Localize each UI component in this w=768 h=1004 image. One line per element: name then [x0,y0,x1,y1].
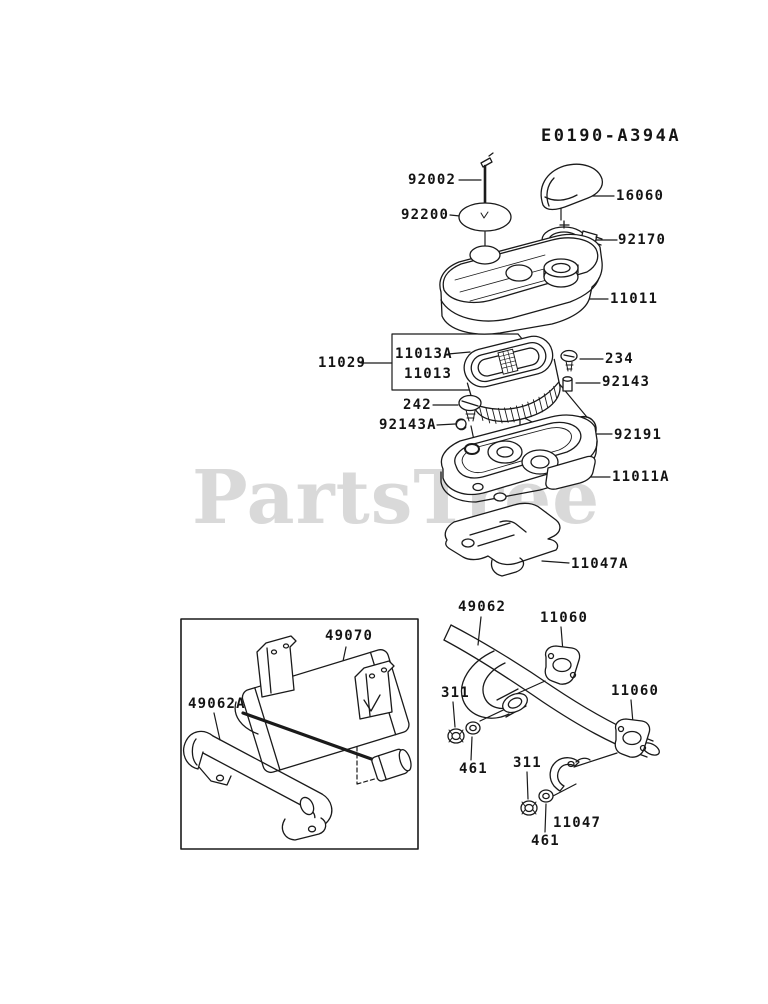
part-label-92200: 92200 [401,207,450,223]
part-label-49070: 49070 [325,628,374,644]
part-label-16060: 16060 [616,188,665,204]
wing-cap-drawing [458,202,512,232]
part-label-92143: 92143 [602,374,651,390]
collar-92143-drawing [562,376,573,392]
flange-gasket-b-drawing [614,718,651,758]
part-label-11011: 11011 [610,291,659,307]
part-label-11013a: 11013A [395,346,453,362]
part-label-49062a: 49062A [188,696,246,712]
part-label-11029: 11029 [318,355,367,371]
screw-242-drawing [458,394,482,422]
part-label-11060-top: 11060 [540,610,589,626]
part-label-11047a: 11047A [571,556,629,572]
washer-b-drawing [538,789,554,803]
part-label-11047: 11047 [553,815,602,831]
part-label-92170: 92170 [618,232,667,248]
part-label-11013: 11013 [404,366,453,382]
part-label-92002: 92002 [408,172,457,188]
part-label-234: 234 [605,351,634,367]
diagram-code: E0190-A394A [541,126,682,146]
collar-92143a-drawing [455,418,467,431]
part-label-11060-right: 11060 [611,683,660,699]
filter-element-drawing [463,335,561,424]
air-filter-case-drawing [439,233,603,335]
part-label-461-center: 461 [531,833,560,849]
part-label-92191: 92191 [614,427,663,443]
part-label-311-center: 311 [513,755,542,771]
inset-box-border [180,618,419,850]
part-label-92143a: 92143A [379,417,437,433]
part-label-461-left: 461 [459,761,488,777]
exhaust-pipe-a-drawing [183,730,333,841]
part-label-11011a: 11011A [612,469,670,485]
air-filter-base-drawing [440,414,598,503]
flange-gasket-a-drawing [544,645,581,685]
bolt-drawing [480,152,494,206]
bracket-plate-drawing [444,502,561,577]
nut-a-drawing [447,728,465,744]
screw-234-drawing [560,349,578,372]
part-label-242: 242 [403,397,432,413]
nut-b-drawing [520,800,538,816]
part-label-311-left: 311 [441,685,470,701]
part-label-49062: 49062 [458,599,507,615]
bracket-11047-drawing [549,757,591,792]
washer-a-drawing [465,721,481,735]
muffler-drawing [234,635,412,782]
duct-elbow-drawing [540,163,604,211]
